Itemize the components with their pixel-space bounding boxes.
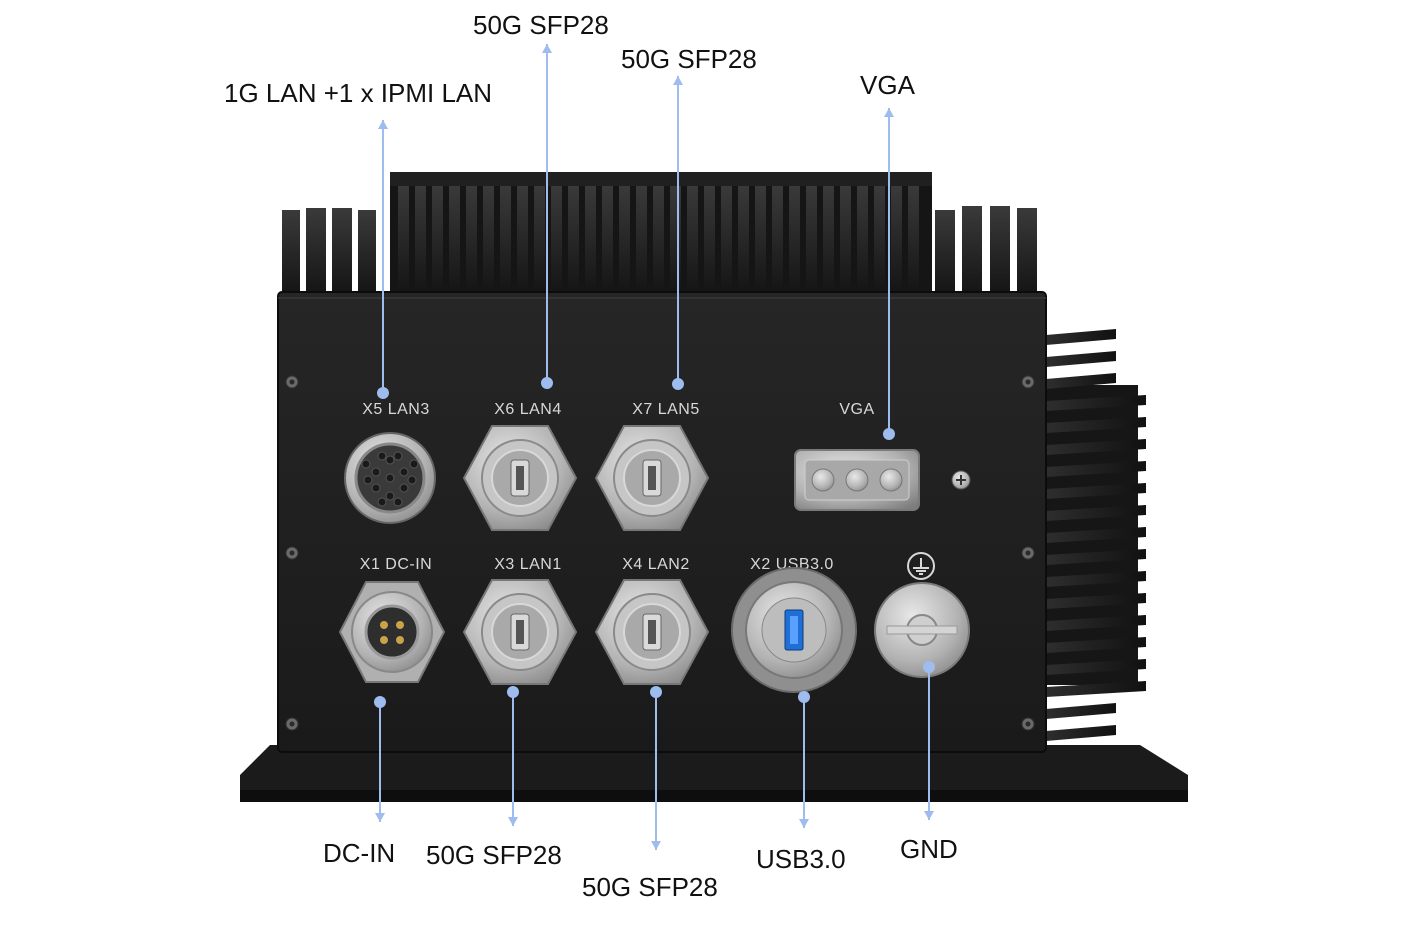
label-x5: X5 LAN3: [362, 401, 430, 418]
label-x4: X4 LAN2: [622, 556, 690, 573]
label-x6: X6 LAN4: [494, 401, 562, 418]
top-heatsink: [390, 172, 932, 297]
callout-x3-sfp28: 50G SFP28: [426, 840, 562, 870]
x6-sfp28-connector: [462, 425, 578, 531]
left-fins: [282, 208, 376, 295]
label-x3: X3 LAN1: [494, 556, 562, 573]
callout-vga: VGA: [860, 70, 915, 100]
callout-x7-sfp28: 50G SFP28: [621, 44, 757, 74]
label-x1: X1 DC-IN: [360, 556, 432, 573]
callout-x6-sfp28: 50G SFP28: [473, 10, 609, 40]
x1-dc-in-connector: [338, 581, 446, 683]
callout-leaders: [374, 44, 935, 850]
vga-connector: [794, 449, 920, 511]
right-fins: [935, 206, 1037, 295]
ground-symbol-icon: [907, 552, 935, 580]
x4-sfp28-connector: [594, 579, 710, 685]
callout-usb3: USB3.0: [756, 844, 846, 874]
label-x7: X7 LAN5: [632, 401, 700, 418]
panel-screws: [285, 375, 1035, 731]
x7-sfp28-connector: [594, 425, 710, 531]
callout-x4-sfp28: 50G SFP28: [582, 872, 718, 902]
ground-screw: [951, 470, 971, 490]
label-x2: X2 USB3.0: [750, 556, 834, 573]
callout-dc-in: DC-IN: [323, 838, 396, 868]
base-plate: [240, 745, 1188, 802]
x3-sfp28-connector: [462, 579, 578, 685]
gnd-terminal: [874, 582, 970, 678]
callout-x5-ipmi-lan: 1G LAN +1 x IPMI LAN: [224, 78, 493, 108]
label-vga: VGA: [839, 401, 874, 418]
x5-circular-connector: [344, 432, 436, 524]
callout-gnd: GND: [900, 834, 958, 864]
side-heatsink: [1040, 329, 1146, 741]
x2-usb3-connector: [731, 567, 857, 693]
